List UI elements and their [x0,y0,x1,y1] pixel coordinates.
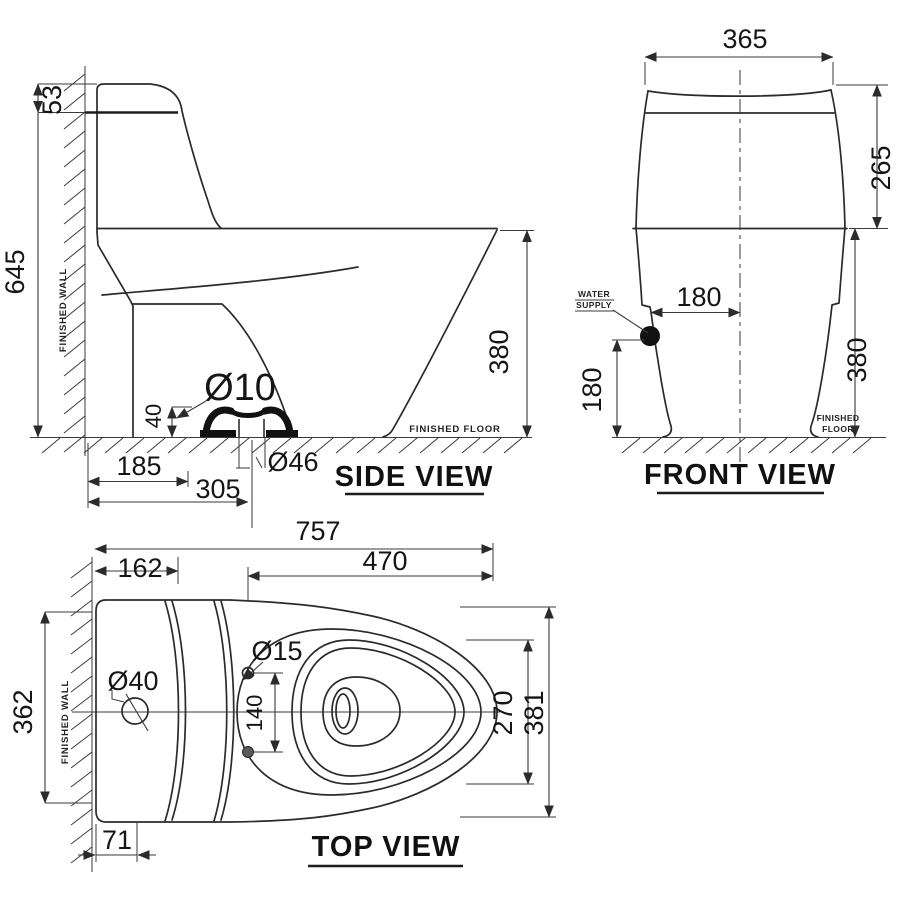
front-toilet-outline [632,89,848,438]
dim-180-height: 180 [577,367,607,412]
dim-380-front: 380 [842,337,872,382]
dim-362: 362 [8,689,38,734]
dim-bolt-dia: Ø10 [204,367,276,409]
dim-380-side: 380 [484,329,514,374]
dim-381: 381 [519,690,549,735]
side-view-title: SIDE VIEW [335,461,494,493]
top-view: FINISHED WALL [8,516,556,872]
top-dimensions: 757 162 470 362 Ø15 140 Ø40 [8,516,556,862]
dim-645: 645 [0,249,30,294]
side-floor-hatch [30,437,532,454]
seat-hole-bottom [242,746,254,758]
supply-hole [111,690,149,732]
top-wall-hatch [70,557,93,872]
side-wall-hatch [63,66,86,456]
dim-305: 305 [195,474,240,504]
top-view-title: TOP VIEW [312,831,461,863]
side-toilet-outline [85,83,498,438]
top-finished-wall-label: FINISHED WALL [60,680,71,764]
svg-text:WATER: WATER [578,289,610,299]
front-view: FINISHED FLOOR WATER SUPPLY 365 265 [575,24,896,495]
front-floor-hatch [612,437,886,454]
dim-40: 40 [141,404,166,428]
side-finished-wall-label: FINISHED WALL [58,268,69,352]
side-view: FINISHED WALL FINIS [0,66,534,528]
water-supply-callout: WATER SUPPLY [575,289,660,346]
top-toilet-outline [95,599,498,823]
dim-265: 265 [866,145,896,190]
svg-text:FLOOR: FLOOR [822,424,854,434]
front-dimensions: 365 265 180 180 380 [577,24,896,438]
svg-text:FINISHED: FINISHED [817,413,860,423]
dim-supply-hole-dia: Ø40 [107,666,158,696]
dim-365: 365 [722,24,767,54]
dim-270: 270 [488,690,518,735]
side-dimensions: 53 645 380 Ø10 40 185 305 Ø46 [0,83,534,508]
dim-180-offset: 180 [676,282,721,312]
dim-162: 162 [117,553,162,583]
dim-seat-hole-dia: Ø15 [251,636,302,666]
side-finished-floor-label: FINISHED FLOOR [409,424,500,435]
dim-470: 470 [362,546,407,576]
dim-140: 140 [242,695,267,732]
dim-185: 185 [116,451,161,481]
dim-71: 71 [102,825,132,855]
dim-757: 757 [295,516,340,546]
side-trap-outlet [200,406,298,528]
svg-text:SUPPLY: SUPPLY [576,300,612,310]
water-supply-point [640,326,660,346]
dim-53: 53 [37,85,67,115]
dim-outlet-dia: Ø46 [267,447,318,477]
front-view-title: FRONT VIEW [644,459,836,491]
front-finished-floor-label: FINISHED FLOOR [817,413,860,434]
